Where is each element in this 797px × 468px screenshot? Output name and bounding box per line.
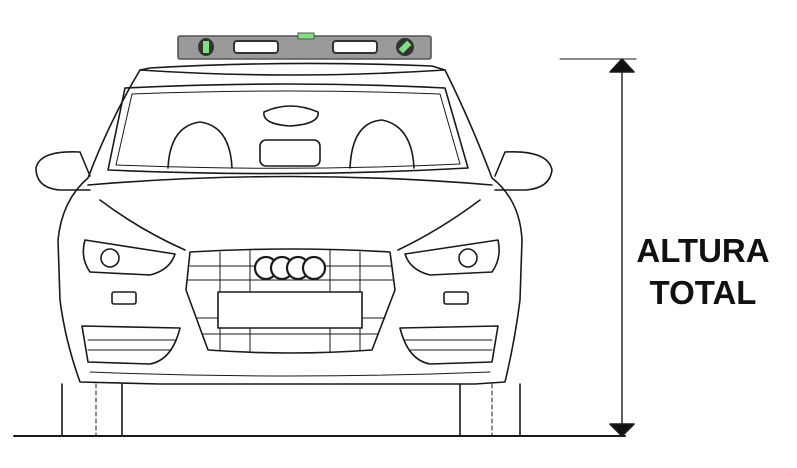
left-mirror xyxy=(35,151,91,191)
right-headlight xyxy=(404,239,500,276)
height-label-line1: ALTURA xyxy=(636,232,770,269)
car-body xyxy=(57,62,523,385)
height-label-line2: TOTAL xyxy=(649,274,757,311)
left-headlight xyxy=(82,239,176,276)
left-wheel xyxy=(61,383,123,437)
rearview-mirror xyxy=(263,105,319,127)
height-dimension xyxy=(559,58,637,437)
right-mirror xyxy=(494,151,553,191)
spirit-level-icon xyxy=(177,32,432,60)
audi-rings-logo xyxy=(253,255,327,281)
windshield xyxy=(107,83,469,175)
right-wheel xyxy=(459,383,521,437)
grille xyxy=(185,248,396,354)
license-plate xyxy=(217,291,363,329)
